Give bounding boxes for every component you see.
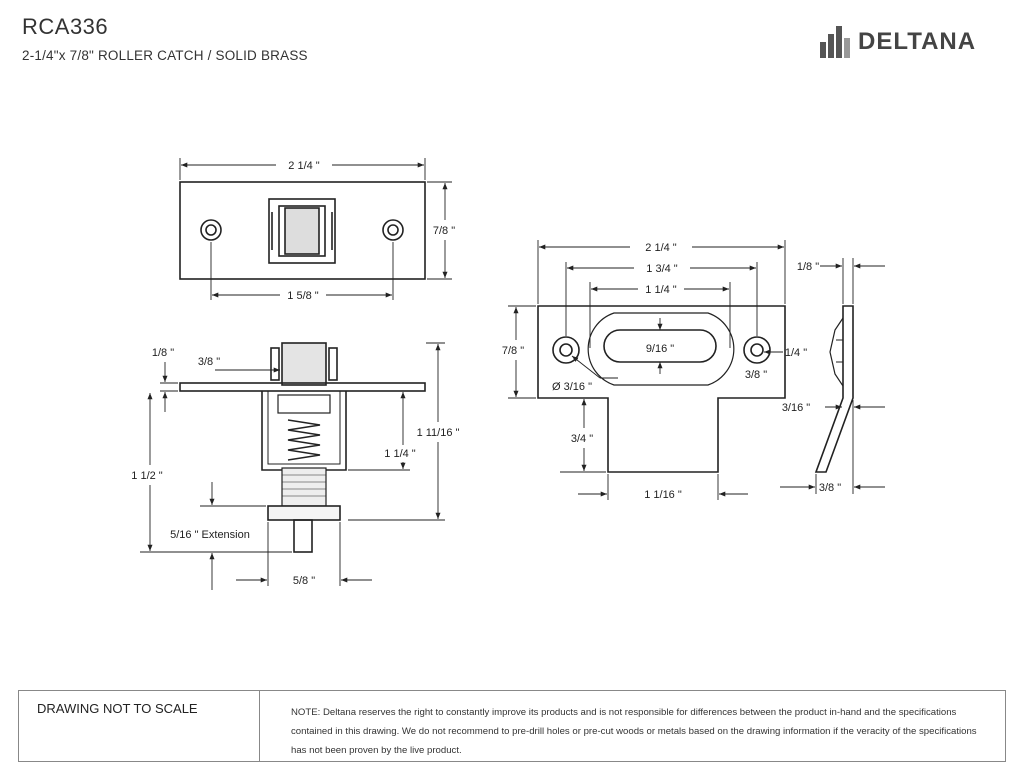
- side-adjust-nut: [267, 505, 341, 521]
- side-threaded-shaft: [281, 467, 327, 507]
- strike-thickness-label: 1/8 ": [797, 261, 819, 273]
- total-depth-label: 1 11/16 ": [417, 427, 460, 439]
- deltana-mark-icon: [820, 26, 850, 58]
- hole-spacing-label: 1 5/8 ": [287, 290, 319, 302]
- side-view-dimensions: 1/8 " 3/8 " 1 1/2 " 1 11/16 " 1 1/4 " 5/…: [131, 342, 460, 590]
- top-right-screw-hole: [382, 219, 404, 241]
- tab-height-label: 3/4 ": [571, 433, 593, 445]
- top-view-dimensions: 2 1/4 " 7/8 " 1 5/8 ": [179, 158, 455, 302]
- brand-logo: DELTANA: [820, 22, 1005, 62]
- disclaimer-text: NOTE: Deltana reserves the right to cons…: [291, 707, 977, 756]
- top-roller-housing: [268, 198, 336, 264]
- strike-side-profile: [814, 305, 854, 473]
- hole-offset-label: 1/4 ": [785, 347, 807, 359]
- slot-length-label: 1 1/4 ": [645, 284, 677, 296]
- roller-offset-label: 3/8 ": [198, 356, 220, 368]
- side-view: [179, 342, 426, 553]
- scale-note: DRAWING NOT TO SCALE: [37, 701, 198, 716]
- side-extension-post: [293, 519, 313, 553]
- technical-drawing: 2 1/4 " 7/8 " 1 5/8 " 1/8 " 3/8 ": [131, 158, 885, 590]
- footer-scale-cell: DRAWING NOT TO SCALE: [19, 691, 260, 761]
- lip-depth-label: 3/8 ": [819, 482, 841, 494]
- top-width-label: 2 1/4 ": [288, 160, 320, 172]
- strike-width-label: 2 1/4 ": [645, 242, 677, 254]
- brand-name: DELTANA: [858, 28, 977, 55]
- hole-diameter-label: Ø 3/16 ": [552, 381, 592, 393]
- slot-height-label: 9/16 ": [646, 343, 674, 355]
- side-plate: [179, 382, 426, 392]
- adjust-width-label: 5/8 ": [293, 575, 315, 587]
- tab-width-label: 1 1/16 ": [644, 489, 682, 501]
- strike-hole-spacing-label: 1 3/4 ": [646, 263, 678, 275]
- plate-thickness-label: 1/8 ": [152, 347, 174, 359]
- hole-margin-label: 3/8 ": [745, 369, 767, 381]
- model-number: RCA336: [22, 14, 109, 39]
- lip-offset-label: 3/16 ": [782, 402, 810, 414]
- product-description: 2-1/4"x 7/8" ROLLER CATCH / SOLID BRASS: [22, 48, 308, 63]
- strike-front-dimensions: 2 1/4 " 1 3/4 " 1 1/4 " 7/8 " 9/16 " 1/4…: [502, 240, 807, 501]
- top-left-screw-hole: [200, 219, 222, 241]
- body-depth-label: 1 1/4 ": [384, 448, 416, 460]
- top-plate-outline: [179, 181, 426, 280]
- extension-depth-label: 1 1/2 ": [131, 470, 163, 482]
- top-height-label: 7/8 ": [433, 225, 455, 237]
- strike-right-hole: [743, 336, 771, 364]
- strike-side-view: [814, 305, 854, 473]
- strike-side-dimensions: 1/8 " 3/16 " 3/8 ": [780, 258, 885, 494]
- strike-left-hole: [552, 336, 580, 364]
- top-view: [179, 181, 426, 280]
- strike-height-label: 7/8 ": [502, 345, 524, 357]
- side-roller: [281, 342, 327, 386]
- footer-box: DRAWING NOT TO SCALE NOTE: Deltana reser…: [18, 690, 1006, 762]
- extension-label: 5/16 " Extension: [170, 529, 250, 541]
- side-spring: [287, 419, 321, 461]
